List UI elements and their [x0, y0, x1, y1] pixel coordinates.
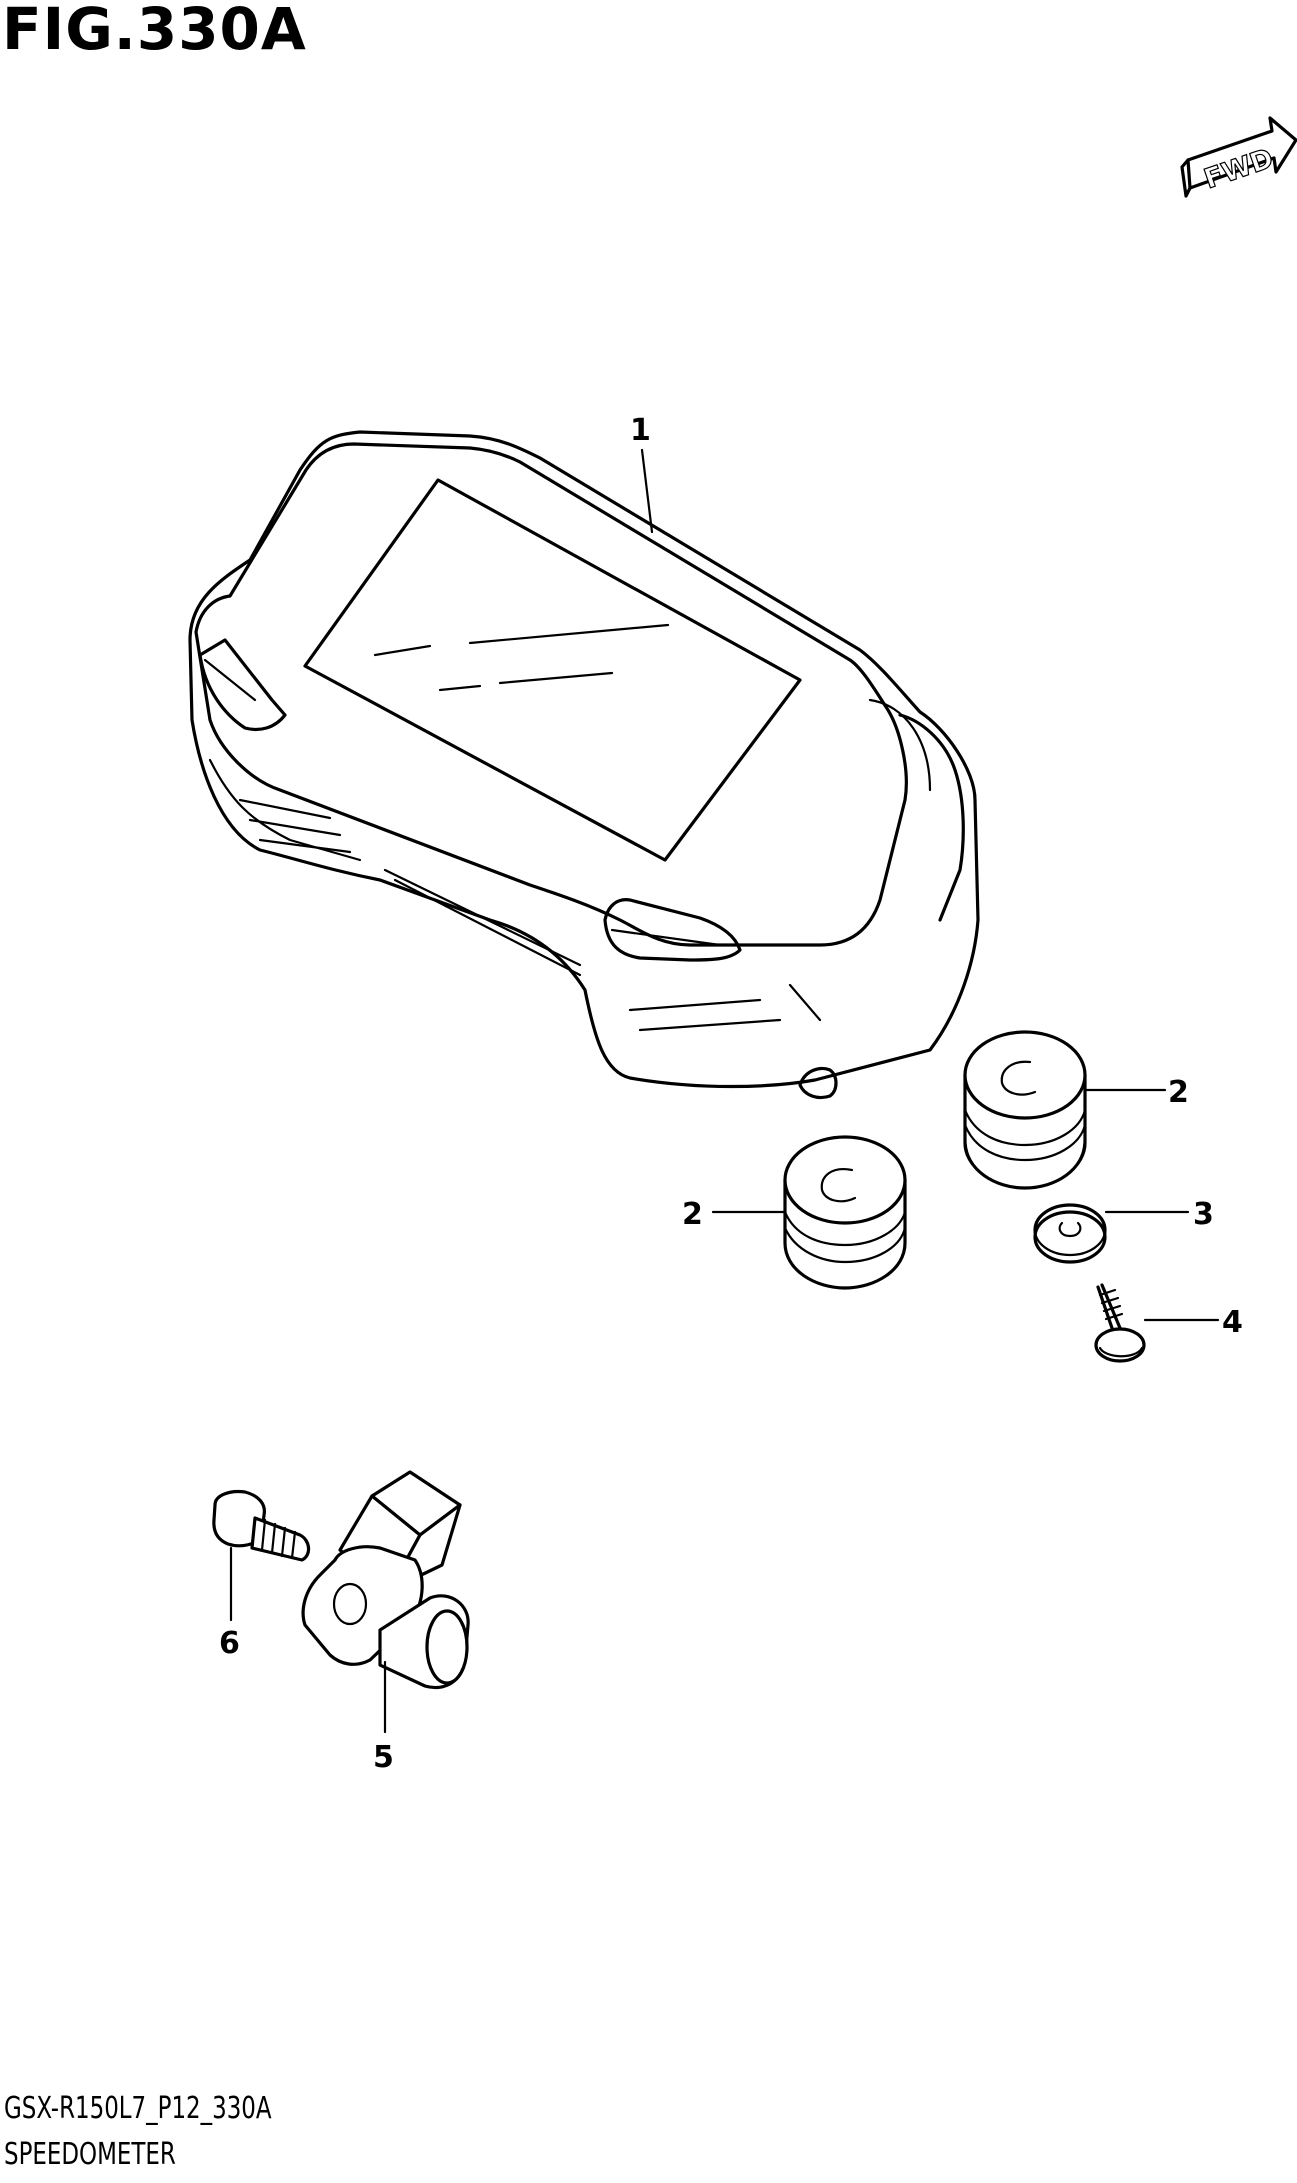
footer-name: SPEEDOMETER: [4, 2137, 176, 2172]
cushion-left: [783, 1135, 907, 1290]
callout-5: 5: [373, 1740, 394, 1775]
figure-title: FIG.330A: [2, 0, 307, 63]
callout-2-right: 2: [1168, 1075, 1189, 1110]
callout-1: 1: [630, 413, 651, 448]
callout-3: 3: [1193, 1197, 1214, 1232]
bolt: [212, 1489, 311, 1562]
cushion-right: [963, 1030, 1087, 1190]
footer-code: GSX-R150L7_P12_330A: [4, 2091, 272, 2126]
washer: [1033, 1203, 1107, 1264]
speed-sensor: [301, 1470, 470, 1690]
callout-2-left: 2: [682, 1197, 703, 1232]
callout-4: 4: [1222, 1305, 1243, 1340]
speedometer-assembly: [188, 430, 980, 1100]
callout-6: 6: [219, 1626, 240, 1661]
screw: [1094, 1283, 1146, 1363]
callouts: 1 2 2 3 4 5 6: [219, 413, 1243, 1775]
fwd-arrow-icon: FWD: [1180, 116, 1297, 198]
